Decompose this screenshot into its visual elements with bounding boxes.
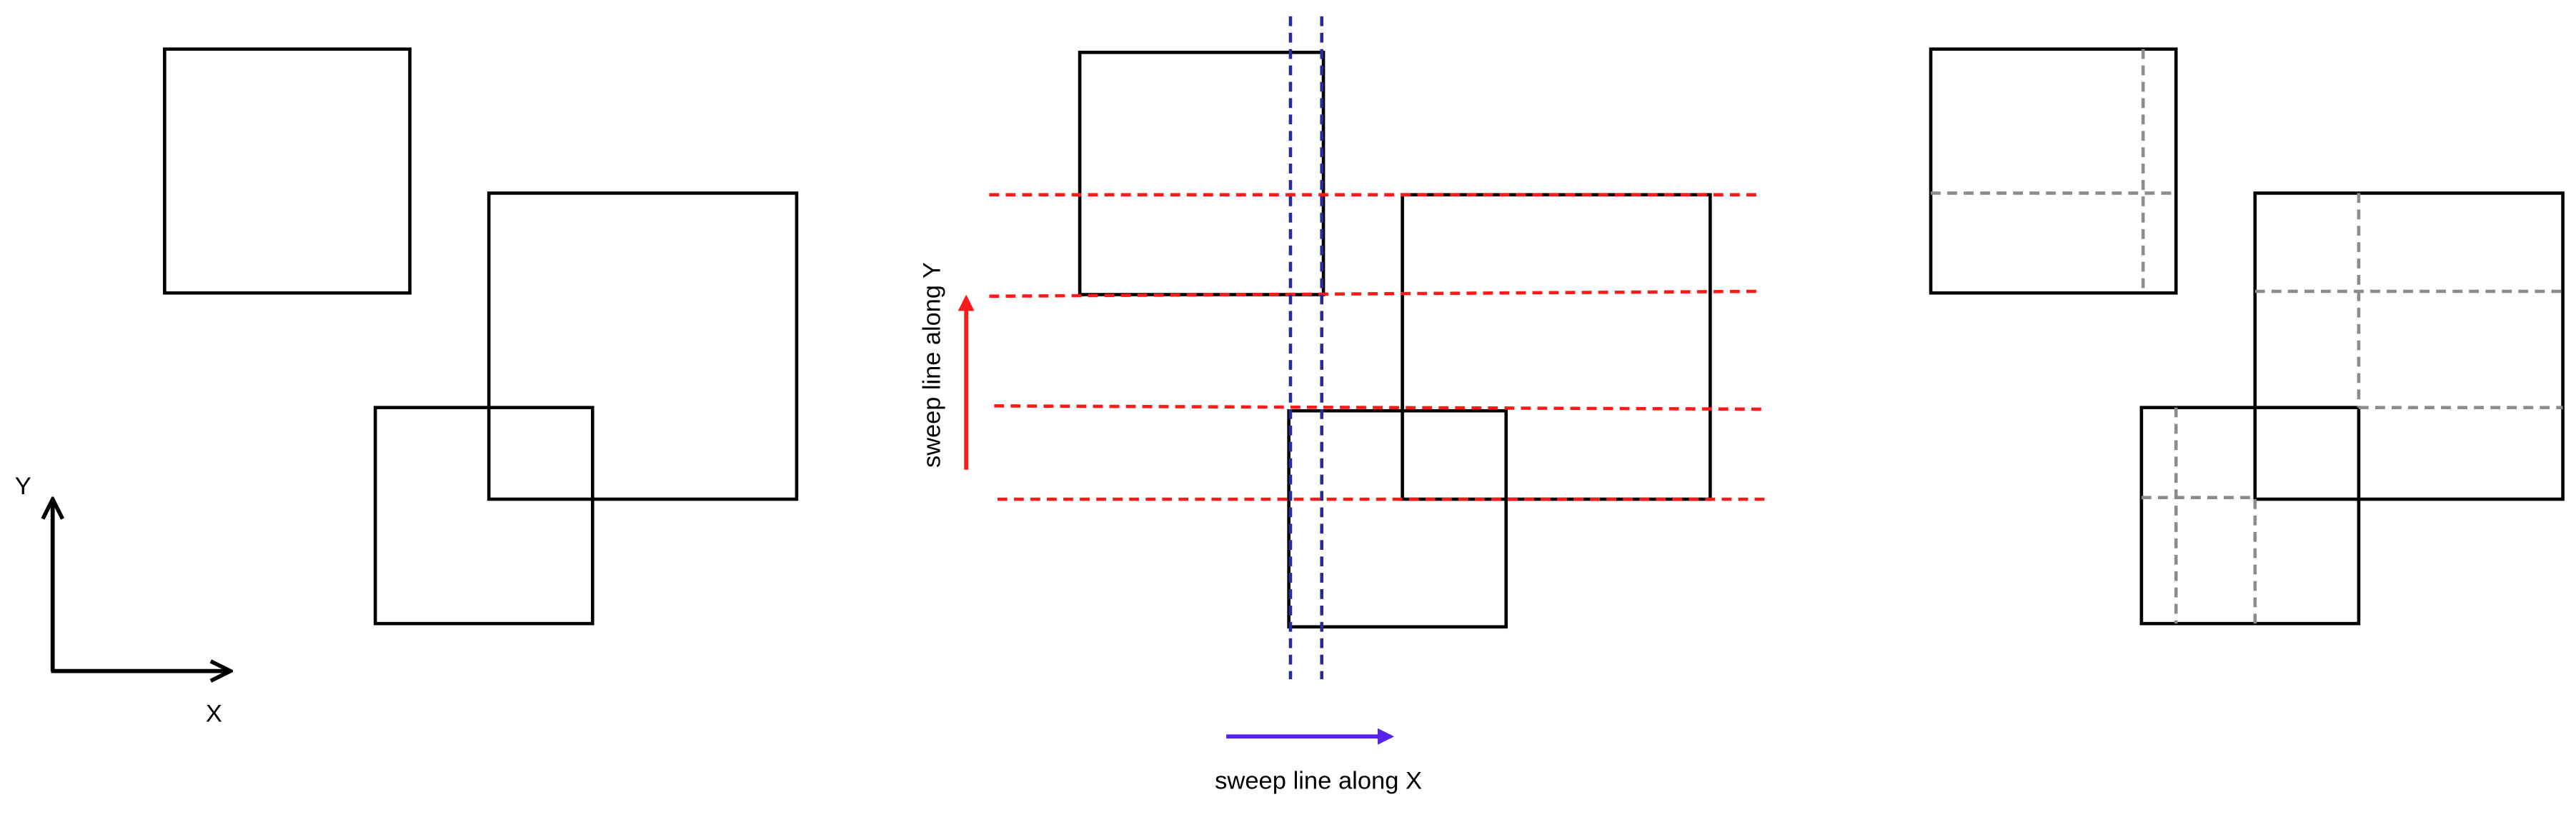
axes: Y X: [15, 473, 231, 728]
panel-original: [163, 47, 799, 626]
sweep-rect-a: [1078, 51, 1326, 296]
sweep-y-label: sweep line along Y: [918, 262, 945, 468]
sweep-y-line-3: [994, 404, 1765, 411]
result-rect-b: [2253, 191, 2565, 501]
y-axis-label: Y: [15, 473, 31, 500]
panel-sweep: sweep line along Y sweep line along X: [918, 16, 1770, 795]
sweep-x-label: sweep line along X: [1215, 768, 1422, 795]
x-axis-label: X: [206, 701, 222, 728]
rect-c: [373, 406, 595, 626]
sweep-rect-c: [1287, 408, 1508, 629]
sweep-rect-b: [1401, 193, 1712, 501]
panel-decomposed: [1929, 47, 2565, 626]
rect-a: [163, 47, 412, 295]
rect-b: [487, 191, 799, 501]
sweep-y-line-2: [989, 289, 1761, 299]
result-rect-c: [2139, 406, 2361, 626]
result-rect-a: [1929, 47, 2178, 295]
